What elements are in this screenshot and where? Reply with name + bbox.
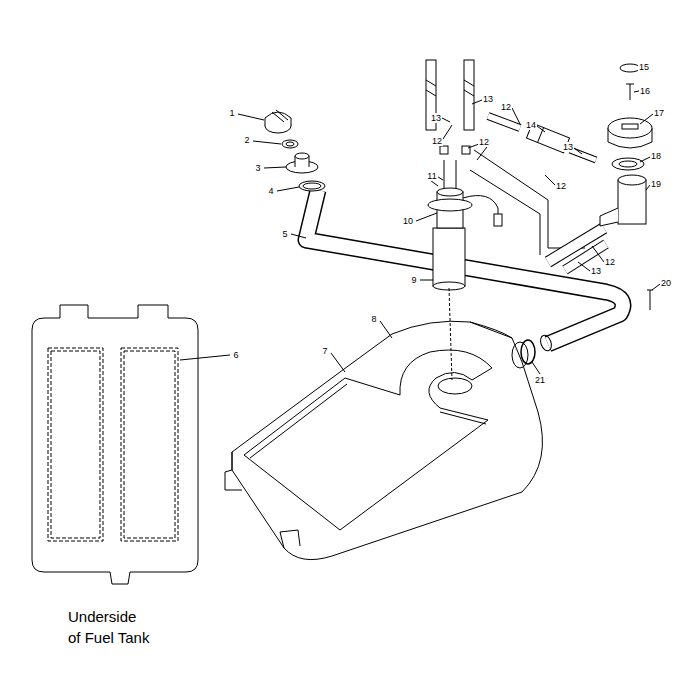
callout-number: 1 (228, 108, 235, 118)
callout-number: 21 (534, 375, 546, 385)
sender-unit (600, 64, 653, 310)
callout-number: 9 (410, 275, 417, 285)
fuel-lines (426, 60, 606, 270)
callout-number: 15 (638, 62, 650, 72)
callout-number: 12 (478, 137, 490, 147)
fuel-tank (225, 321, 542, 559)
callout-number: 5 (281, 229, 288, 239)
callout-number: 13 (562, 142, 574, 152)
callout-number: 12 (431, 136, 443, 146)
callout-number: 2 (243, 135, 250, 145)
tank-underside (32, 305, 198, 584)
callout-number: 12 (604, 257, 616, 267)
callout-number: 4 (267, 186, 274, 196)
callout-number: 17 (653, 108, 665, 118)
callout-number: 13 (482, 94, 494, 104)
callout-number: 12 (500, 102, 512, 112)
caption-text: Underside of Fuel Tank (68, 606, 149, 648)
callout-number: 14 (525, 120, 537, 130)
callout-number: 3 (254, 163, 261, 173)
callout-number: 8 (370, 314, 377, 324)
callout-number: 19 (650, 179, 662, 189)
callout-number: 10 (402, 216, 414, 226)
filler-hose (306, 190, 623, 352)
callout-number: 13 (430, 113, 442, 123)
leader-lines (180, 67, 660, 374)
filler-cap-parts (265, 110, 325, 191)
callout-number: 20 (660, 278, 672, 288)
callout-number: 6 (232, 350, 239, 360)
callout-number: 12 (555, 181, 567, 191)
callout-number: 7 (321, 346, 328, 356)
callout-number: 16 (639, 86, 651, 96)
callout-number: 18 (650, 151, 662, 161)
callout-number: 11 (426, 171, 437, 181)
callout-number: 13 (590, 266, 602, 276)
